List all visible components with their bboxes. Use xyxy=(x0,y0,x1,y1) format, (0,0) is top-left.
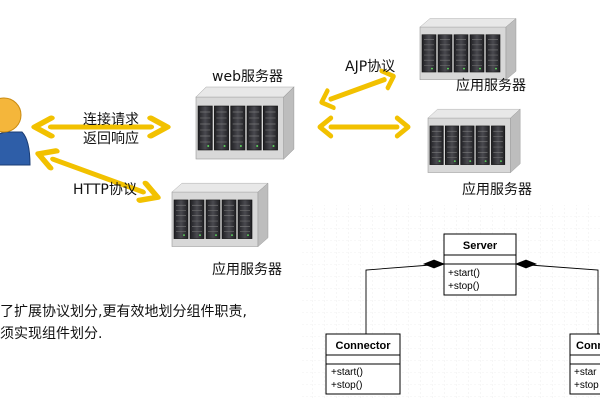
app-server-rack-mid xyxy=(428,109,520,172)
uml-connector-right-op-start: +star xyxy=(574,367,597,378)
response-label: 返回响应 xyxy=(83,130,139,147)
uml-connector-left-title: Connector xyxy=(336,340,392,352)
uml-server-title: Server xyxy=(463,240,498,252)
uml-connector-class-right: Conn +star +stop xyxy=(569,333,600,395)
app-server-label-top: 应用服务器 xyxy=(456,77,526,94)
user-icon xyxy=(0,97,31,166)
uml-server-op-start: +start() xyxy=(448,268,480,279)
app-server-label-bottom: 应用服务器 xyxy=(212,261,282,278)
uml-connector-right-title: Conn xyxy=(576,340,600,352)
description-line-2: 须实现组件划分. xyxy=(0,326,102,342)
app-server-rack-top xyxy=(420,19,516,80)
app-server-label-mid: 应用服务器 xyxy=(462,181,532,198)
web-server-rack xyxy=(196,87,294,159)
uml-connector-class-left: Connector +start() +stop() xyxy=(325,333,401,395)
uml-server-class: Server +start() +stop() xyxy=(443,233,517,296)
http-protocol-label: HTTP协议 xyxy=(73,182,137,198)
ajp-protocol-label: AJP协议 xyxy=(345,59,395,75)
uml-connector-right-op-stop: +stop xyxy=(574,380,599,391)
uml-connector-left-op-start: +start() xyxy=(331,367,363,378)
request-label: 连接请求 xyxy=(83,111,139,128)
uml-association-lines xyxy=(365,259,599,334)
uml-server-op-stop: +stop() xyxy=(448,281,479,292)
description-line-1: 了扩展协议划分,更有效地划分组件职责, xyxy=(0,304,247,320)
uml-connector-left-op-stop: +stop() xyxy=(331,380,362,391)
web-server-label: web服务器 xyxy=(212,69,283,85)
web-to-app-arrow xyxy=(320,118,408,136)
app-server-rack-bottom xyxy=(172,183,268,246)
